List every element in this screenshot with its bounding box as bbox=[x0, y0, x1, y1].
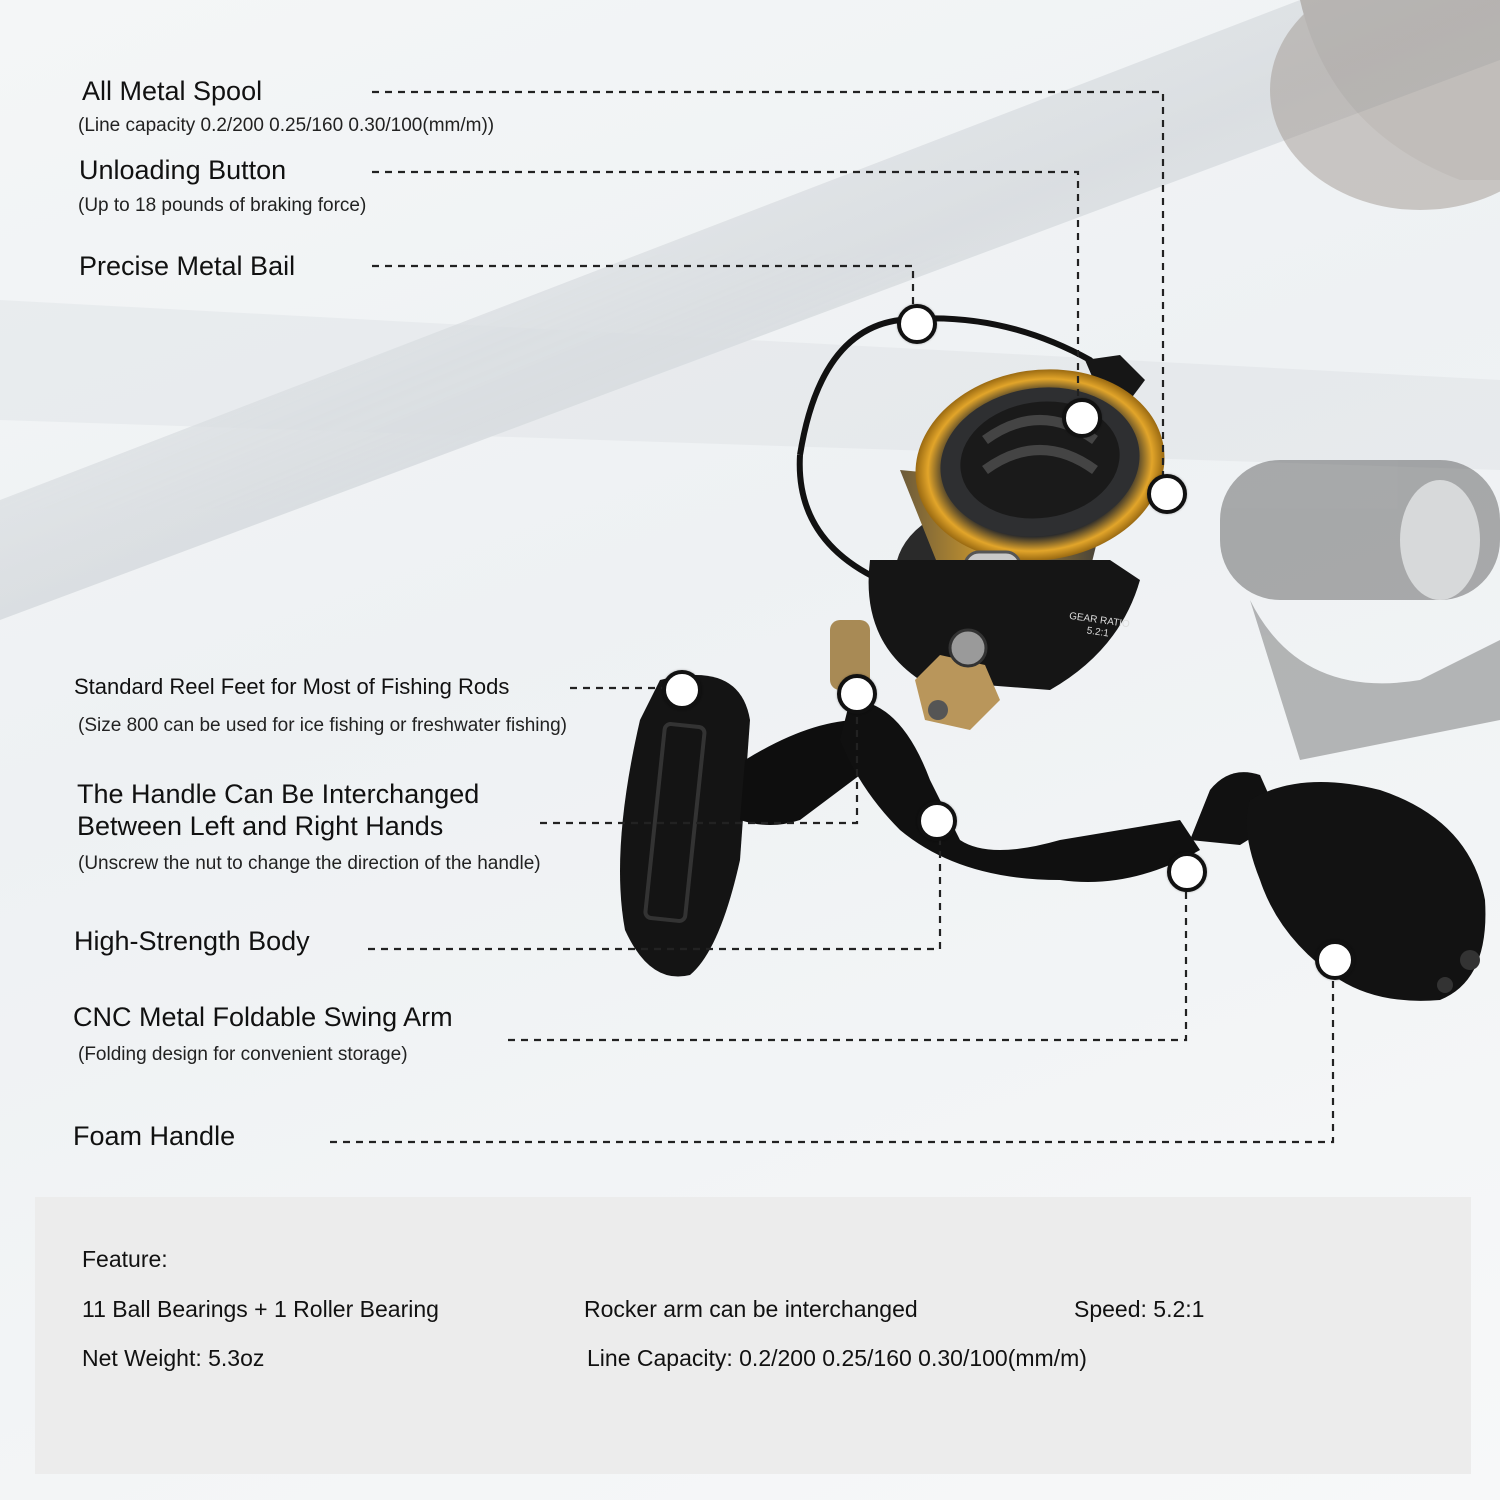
marker-unloading-button bbox=[1062, 398, 1102, 438]
unloading-button-title: Unloading Button bbox=[79, 155, 287, 185]
feature-heading: Feature: bbox=[82, 1246, 168, 1272]
marker-handle-interchange bbox=[837, 674, 877, 714]
feature-rocker: Rocker arm can be interchanged bbox=[584, 1296, 918, 1322]
handle-title-line1: The Handle Can Be Interchanged bbox=[77, 779, 480, 809]
spool-title: All Metal Spool bbox=[82, 76, 263, 106]
swing-arm-title: CNC Metal Foldable Swing Arm bbox=[73, 1002, 453, 1032]
feature-weight: Net Weight: 5.3oz bbox=[82, 1345, 265, 1371]
spool-note: (Line capacity 0.2/200 0.25/160 0.30/100… bbox=[78, 115, 495, 136]
marker-reel-feet bbox=[662, 670, 702, 710]
body-title: High-Strength Body bbox=[74, 926, 310, 956]
background-reel bbox=[1220, 460, 1500, 760]
marker-swing-arm bbox=[1167, 852, 1207, 892]
marker-spool bbox=[1147, 474, 1187, 514]
swing-arm-note: (Folding design for convenient storage) bbox=[78, 1044, 408, 1065]
feature-speed: Speed: 5.2:1 bbox=[1074, 1296, 1205, 1322]
foam-handle-title: Foam Handle bbox=[73, 1121, 236, 1151]
reel-feet-title: Standard Reel Feet for Most of Fishing R… bbox=[74, 674, 510, 699]
marker-foam-handle bbox=[1315, 940, 1355, 980]
marker-bail bbox=[897, 304, 937, 344]
bail-title: Precise Metal Bail bbox=[79, 251, 296, 281]
feature-line-capacity: Line Capacity: 0.2/200 0.25/160 0.30/100… bbox=[587, 1345, 1087, 1371]
reel-feet-note: (Size 800 can be used for ice fishing or… bbox=[78, 715, 567, 736]
handle-title-line2: Between Left and Right Hands bbox=[77, 811, 444, 841]
marker-body bbox=[917, 801, 957, 841]
feature-panel: Feature: 11 Ball Bearings + 1 Roller Bea… bbox=[35, 1197, 1471, 1474]
background-hand bbox=[1270, 0, 1500, 210]
unloading-button-note: (Up to 18 pounds of braking force) bbox=[78, 195, 367, 216]
feature-bearings: 11 Ball Bearings + 1 Roller Bearing bbox=[82, 1296, 439, 1322]
handle-note: (Unscrew the nut to change the direction… bbox=[78, 853, 541, 874]
